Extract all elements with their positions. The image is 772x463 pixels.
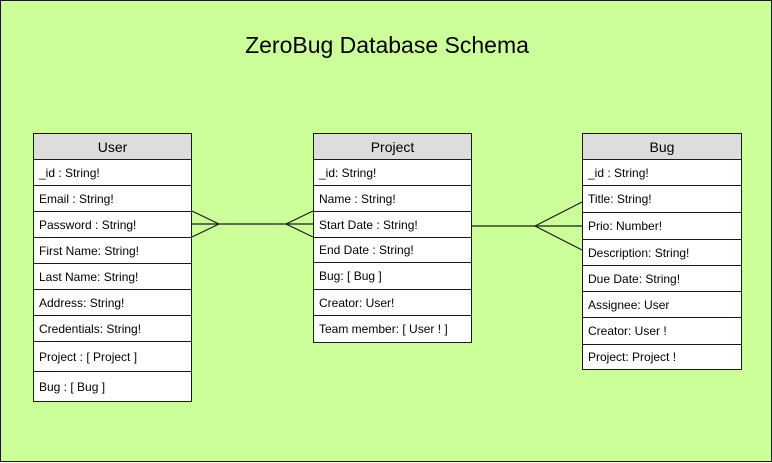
bug-field-assignee: Assignee: User — [583, 292, 741, 318]
user-entity-header: User — [34, 134, 191, 160]
diagram-title: ZeroBug Database Schema — [245, 32, 529, 58]
project-field-creator: Creator: User! — [314, 290, 471, 316]
bug-entity: Bug _id : String! Title: String! Prio: N… — [582, 133, 742, 370]
bug-field-due-date: Due Date: String! — [583, 266, 741, 292]
project-field-id: _id: String! — [314, 160, 471, 186]
bug-field-id: _id : String! — [583, 160, 741, 186]
bug-field-prio: Prio: Number! — [583, 213, 741, 240]
crowfoot-project-side — [285, 210, 314, 238]
user-field-project: Project : [ Project ] — [34, 342, 191, 372]
user-field-address: Address: String! — [34, 290, 191, 316]
project-field-name: Name : String! — [314, 186, 471, 212]
user-field-bug: Bug : [ Bug ] — [39, 379, 106, 394]
bug-field-project: Project: Project ! — [588, 350, 677, 364]
user-field-credentials: Credentials: String! — [34, 316, 191, 342]
project-field-start-date: Start Date : String! — [314, 212, 471, 238]
user-field-first-name: First Name: String! — [34, 238, 191, 264]
user-field-password: Password : String! — [34, 212, 191, 238]
project-entity: Project _id: String! Name : String! Star… — [313, 133, 472, 343]
bug-field-title: Title: String! — [583, 186, 741, 213]
user-field-last-name: Last Name: String! — [34, 264, 191, 290]
bug-entity-header: Bug — [583, 134, 741, 160]
user-field-id: _id : String! — [34, 160, 191, 186]
project-entity-header: Project — [314, 134, 471, 160]
bug-field-creator: Creator: User ! — [583, 318, 741, 345]
project-field-bug: Bug: [ Bug ] — [314, 263, 471, 290]
user-entity: User _id : String! Email : String! Passw… — [33, 133, 192, 402]
crowfoot-user-side — [191, 210, 220, 238]
user-field-email: Email : String! — [34, 186, 191, 212]
project-field-end-date: End Date : String! — [314, 238, 471, 263]
crowfoot-bug-side — [534, 201, 583, 251]
bug-field-description: Description: String! — [583, 240, 741, 266]
project-field-team-member: Team member: [ User ! ] — [319, 322, 448, 336]
